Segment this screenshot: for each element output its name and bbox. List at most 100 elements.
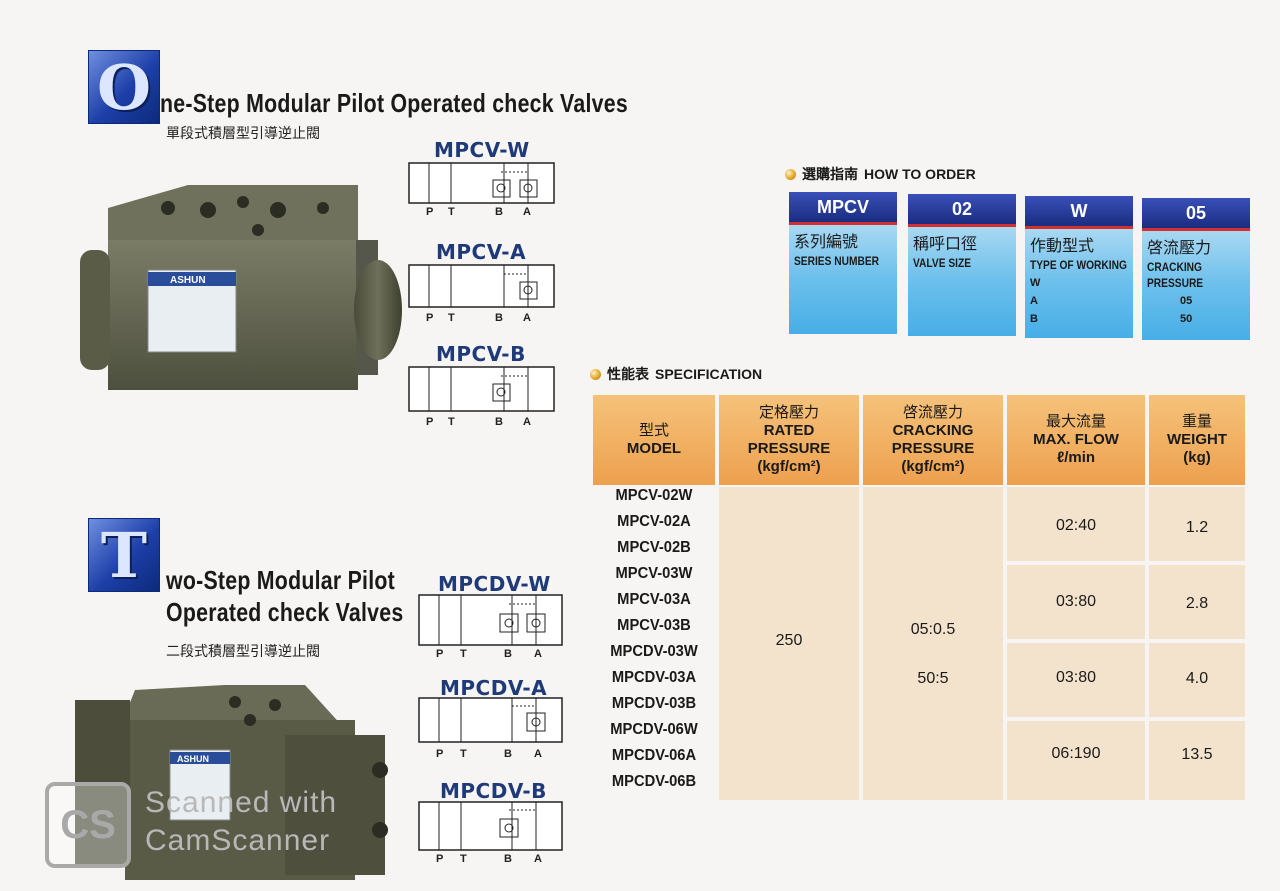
weight-value: 1.2 <box>1185 519 1209 536</box>
header-cracking-unit: (kgf/cm²) <box>901 458 965 475</box>
weight-value: 13.5 <box>1181 746 1213 763</box>
symbol-label-mpcdv-w: MPCDV-W <box>438 572 551 596</box>
header-rated-cn: 定格壓力 <box>758 404 819 421</box>
how-to-order-heading: 選購指南 HOW TO ORDER <box>785 164 976 184</box>
section1-letter-badge: O <box>88 50 160 124</box>
how-to-order-heading-cn: 選購指南 <box>802 166 858 182</box>
port-t: T <box>448 416 455 428</box>
table-row-model: MPCDV-03A <box>611 669 697 686</box>
order-code-working: W <box>1025 196 1133 229</box>
header-weight-unit: (kg) <box>1183 449 1211 466</box>
cracking-pressure-value-2: 50:5 <box>917 670 949 687</box>
table-row-model: MPCV-02A <box>617 513 691 530</box>
order-box-cracking: 05 啓流壓力 CRACKING PRESSURE 05 50 <box>1142 198 1250 340</box>
port-p: P <box>426 416 434 428</box>
weight-value: 4.0 <box>1185 670 1209 687</box>
header-cracking-pressure: 啓流壓力 CRACKING PRESSURE (kgf/cm²) <box>863 395 1003 485</box>
port-a: A <box>523 416 531 428</box>
port-t: T <box>460 648 467 660</box>
specification-heading-cn: 性能表 <box>607 366 649 382</box>
header-flow-cn: 最大流量 <box>1045 413 1106 430</box>
header-cracking-en2: PRESSURE <box>891 440 975 457</box>
section2-title-line2: Operated check Valves <box>166 597 404 627</box>
valve-photo-1: ASHUN <box>80 185 402 390</box>
header-weight-cn: 重量 <box>1181 413 1212 430</box>
weight-value: 2.8 <box>1185 595 1209 612</box>
order-en-series: SERIES NUMBER <box>794 254 880 268</box>
port-t: T <box>460 748 467 760</box>
symbol-label-mpcv-w: MPCV-W <box>434 138 530 162</box>
table-row-model: MPCV-03W <box>615 565 693 582</box>
table-row-model: MPCDV-06W <box>610 721 698 738</box>
symbol-mpcdv-a <box>418 697 563 743</box>
port-b: B <box>504 648 512 660</box>
symbol-mpcv-b <box>408 366 555 412</box>
specification-table: 型式 MODEL 定格壓力 RATED PRESSURE (kgf/cm²) 啓… <box>593 395 1245 800</box>
order-code-series: MPCV <box>789 192 897 225</box>
symbol-label-mpcdv-a: MPCDV-A <box>440 676 548 700</box>
section1-subtitle: 單段式積層型引導逆止閥 <box>166 125 320 141</box>
port-t: T <box>448 312 455 324</box>
section1-title: ne-Step Modular Pilot Operated check Val… <box>160 88 628 118</box>
header-max-flow: 最大流量 MAX. FLOW ℓ/min <box>1007 395 1145 485</box>
header-rated-pressure: 定格壓力 RATED PRESSURE (kgf/cm²) <box>719 395 859 485</box>
max-flow-value: 02:40 <box>1055 517 1097 534</box>
order-en-working: TYPE OF WORKING <box>1030 258 1127 272</box>
table-row-model: MPCDV-06B <box>611 773 697 790</box>
order-option-50: 50 <box>1180 313 1193 325</box>
bullet-icon <box>590 368 601 380</box>
port-b: B <box>495 206 503 218</box>
symbol-label-mpcv-a: MPCV-A <box>436 240 527 264</box>
table-row-model: MPCV-03B <box>617 617 691 634</box>
watermark-line2: CamScanner <box>145 824 331 857</box>
section1-letter: O <box>96 50 151 124</box>
section2-letter: T <box>100 518 148 592</box>
port-t: T <box>460 853 467 865</box>
watermark-line1: Scanned with <box>145 786 338 819</box>
order-en2-cracking: PRESSURE <box>1147 276 1204 290</box>
symbol-label-mpcdv-b: MPCDV-B <box>440 779 547 803</box>
how-to-order-heading-en: HOW TO ORDER <box>864 166 976 182</box>
symbol-mpcdv-b <box>418 801 563 851</box>
header-rated-en: RATED <box>763 422 815 439</box>
port-a: A <box>534 853 542 865</box>
symbol-mpcdv-w <box>418 594 563 646</box>
port-t: T <box>448 206 455 218</box>
order-box-series: MPCV 系列編號 SERIES NUMBER <box>789 192 897 334</box>
header-flow-en: MAX. FLOW <box>1033 431 1119 448</box>
header-weight-en: WEIGHT <box>1167 431 1227 448</box>
table-row-model: MPCV-03A <box>617 591 691 608</box>
order-box-working: W 作動型式 TYPE OF WORKING W A B <box>1025 196 1133 338</box>
port-a: A <box>523 312 531 324</box>
symbol-label-mpcv-b: MPCV-B <box>436 342 526 366</box>
specification-heading: 性能表 SPECIFICATION <box>590 364 762 384</box>
max-flow-value: 03:80 <box>1055 669 1097 686</box>
port-p: P <box>436 648 444 660</box>
table-row-model: MPCDV-03W <box>610 643 698 660</box>
symbol-mpcv-a <box>408 264 555 308</box>
max-flow-value: 06:190 <box>1051 745 1101 762</box>
header-rated-en2: PRESSURE <box>747 440 831 457</box>
header-model: 型式 MODEL <box>593 395 715 485</box>
order-code-cracking: 05 <box>1142 198 1250 231</box>
camscanner-logo-text: CS <box>60 802 116 847</box>
table-row-model: MPCV-02W <box>615 487 693 504</box>
order-en-cracking: CRACKING <box>1147 260 1202 274</box>
section2-subtitle: 二段式積層型引導逆止閥 <box>166 643 320 659</box>
nameplate-1-brand: ASHUN <box>170 275 206 286</box>
port-p: P <box>426 312 434 324</box>
order-cn-series: 系列編號 <box>794 234 859 251</box>
order-cn-working: 作動型式 <box>1030 238 1095 255</box>
order-cn-cracking: 啓流壓力 <box>1147 240 1212 257</box>
order-option-05: 05 <box>1180 295 1193 307</box>
camscanner-logo: CS <box>45 782 131 868</box>
order-option-a: A <box>1030 295 1038 307</box>
header-model-cn: 型式 <box>638 422 669 439</box>
port-b: B <box>504 748 512 760</box>
bullet-icon <box>785 168 796 180</box>
port-b: B <box>504 853 512 865</box>
